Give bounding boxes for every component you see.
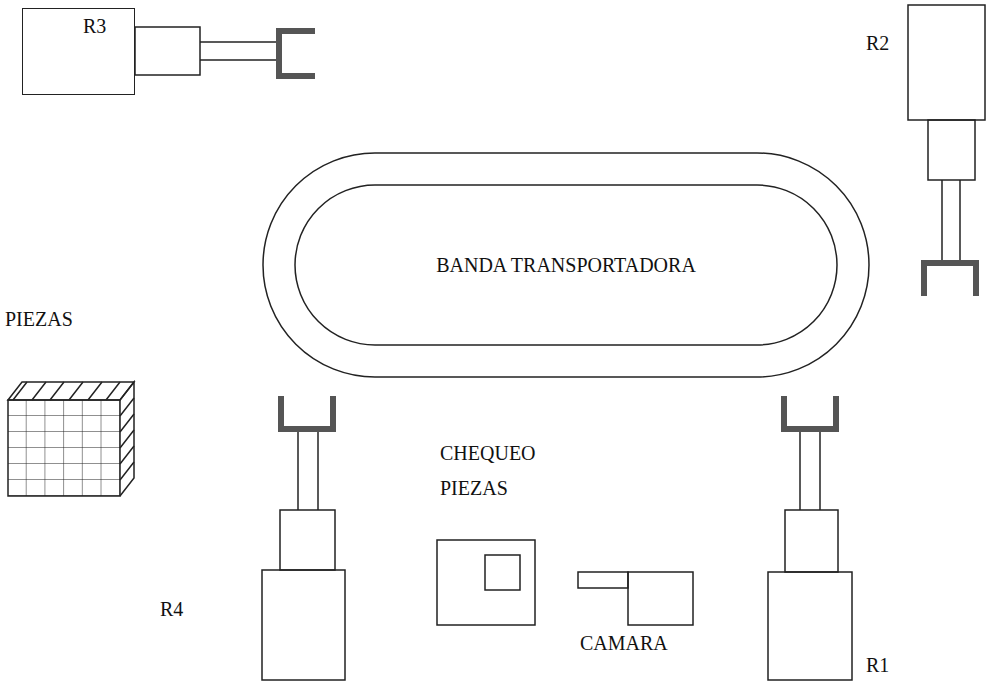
check-window <box>485 555 520 590</box>
camera-body <box>628 572 693 625</box>
parts-rack-front <box>8 400 120 496</box>
robot-body <box>908 5 985 120</box>
robot-label: R4 <box>160 592 183 627</box>
robot-arm <box>785 510 838 572</box>
band-title: BANDA TRANSPORTADORA <box>436 248 696 283</box>
robot-arm <box>280 510 335 570</box>
robot-shaft <box>819 432 821 510</box>
robot-arm <box>928 120 975 180</box>
robot-label: R2 <box>866 26 889 61</box>
robot-shaft <box>317 432 319 510</box>
robot-shaft <box>200 41 276 43</box>
robot-shaft <box>959 180 961 260</box>
robot-shaft <box>200 59 276 61</box>
parts-rack-top <box>8 382 134 400</box>
band-inner <box>295 185 837 345</box>
station-label: CHEQUEO PIEZAS <box>440 436 560 506</box>
robot-body <box>262 570 345 680</box>
robot-name: R3 <box>83 9 134 44</box>
gripper <box>279 31 315 76</box>
robot-label: R1 <box>866 648 889 683</box>
robot-shaft <box>799 432 801 510</box>
robot-body <box>768 572 852 680</box>
check-station <box>437 540 535 625</box>
parts-rack-side <box>120 382 134 496</box>
camera-label: CAMARA <box>580 626 668 661</box>
gripper <box>924 263 976 296</box>
gripper <box>784 396 836 429</box>
robot-arm <box>135 27 200 75</box>
band-outer <box>263 153 869 377</box>
parts-rack-lines <box>120 398 134 480</box>
parts-rack-lines <box>13 382 120 400</box>
robot-body: R3 <box>22 8 135 95</box>
robot-shaft <box>297 432 299 510</box>
conveyor-band: BANDA TRANSPORTADORA <box>262 152 870 378</box>
robot-shaft <box>941 180 943 260</box>
camera-lens <box>578 572 628 588</box>
gripper <box>281 396 333 429</box>
parts-label: PIEZAS <box>5 302 73 337</box>
